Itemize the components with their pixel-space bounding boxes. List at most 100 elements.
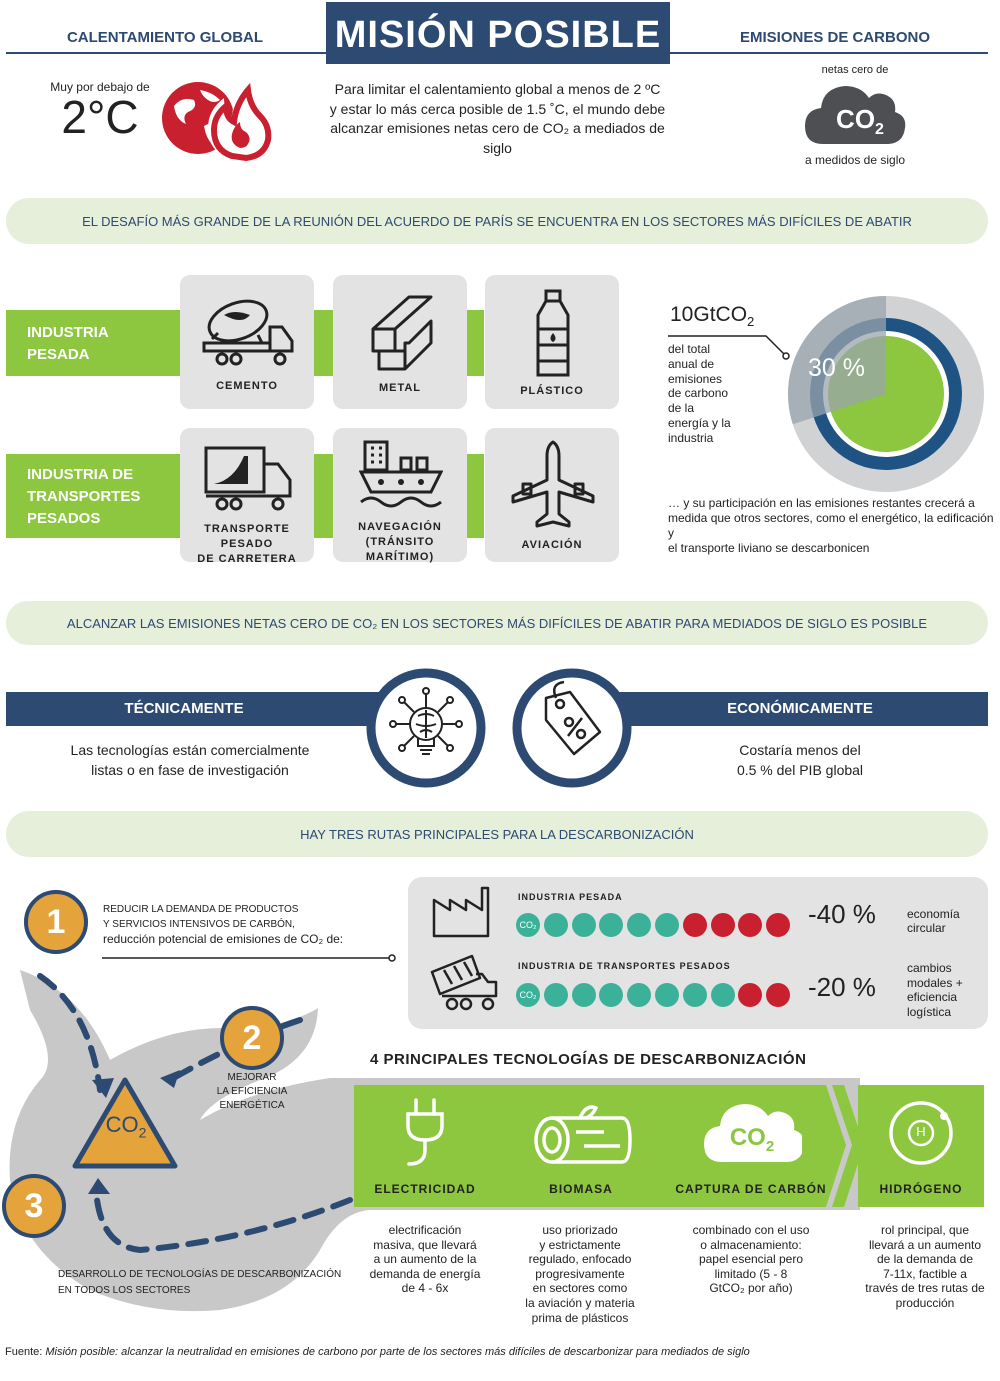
- transport-industry-label-line3: PESADOS: [27, 510, 101, 527]
- heavy-reduction-dot: [682, 913, 707, 937]
- capture-desc-line1: combinado con el uso: [692, 1223, 810, 1237]
- capture-desc-line3: papel esencial pero: [698, 1252, 804, 1267]
- donut-note-line1: … y su participación en las emisiones re…: [668, 496, 975, 510]
- intro-line-1: Para limitar el calentamiento global a m…: [334, 81, 661, 97]
- donut-percent: 30 %: [808, 354, 865, 382]
- heavy-reduction-note: economía circular: [907, 907, 960, 935]
- card-shipping-label: NAVEGACIÓN (TRÁNSITO MARÍTIMO): [333, 520, 467, 565]
- metal-beam-icon: [371, 295, 433, 371]
- transport-reduction-dot: [655, 983, 679, 1007]
- econ-desc: Costaría menos del 0.5 % del PIB global: [660, 740, 940, 780]
- route-1-line2: Y SERVICIOS INTENSIVOS DE CARBÓN,: [103, 919, 295, 930]
- tech-electricity-label: ELECTRICIDAD: [374, 1182, 476, 1196]
- transport-reduction-dot: CO₂: [516, 983, 540, 1007]
- capture-desc-line2: o almacenamiento:: [700, 1237, 802, 1252]
- heavy-reduction-dot: [571, 913, 596, 937]
- donut-pointer-line: [668, 335, 790, 360]
- transport-industry-label-line1: INDUSTRIA DE: [27, 466, 134, 483]
- route-2-line2: LA EFICIENCIA: [216, 1086, 288, 1097]
- transport-reduction-dot: [599, 983, 624, 1007]
- heavy-reduction-dot: [599, 913, 624, 937]
- card-metal-label: METAL: [378, 382, 422, 394]
- hydrogen-atom-icon: [889, 1101, 953, 1165]
- transport-reduction-dot: [627, 983, 652, 1007]
- hydrogen-desc: rol principal, que llevará a un aumento …: [852, 1223, 998, 1311]
- heavy-reduction-value: -40 %: [808, 899, 876, 929]
- heavy-reduction-dot: CO₂: [516, 913, 540, 937]
- tech-capture: CO2 CAPTURA DE CARBÓN: [672, 1086, 830, 1206]
- card-shipping-label-line1: NAVEGACIÓN: [358, 521, 442, 533]
- temp-value: 2°C: [61, 91, 139, 143]
- heavy-reduction-dot: [543, 913, 568, 937]
- tech-hydrogen-label: HIDRÓGENO: [879, 1182, 963, 1196]
- transport-reduction-dots: CO₂: [516, 980, 800, 1010]
- plug-icon: [406, 1098, 444, 1166]
- biomass-desc-line7: prima de plásticos: [531, 1310, 629, 1325]
- tech-title: TÉCNICAMENTE: [124, 700, 244, 717]
- card-road-transport-label-line1: TRANSPORTE PESADO: [204, 523, 290, 550]
- donut-desc-line6: energía y la: [668, 415, 731, 430]
- biomass-desc-line2: y estrictamente: [539, 1237, 621, 1252]
- donut-amount: 10GtCO2: [670, 303, 754, 329]
- banner-possible: ALCANZAR LAS EMISIONES NETAS CERO DE CO₂…: [6, 601, 988, 645]
- price-tag-circle: [512, 668, 632, 788]
- header-left-title: CALENTAMIENTO GLOBAL: [66, 29, 264, 46]
- donut-note: … y su participación en las emisiones re…: [668, 496, 998, 556]
- donut-desc-line3: emisiones: [668, 371, 723, 386]
- capture-desc-line5: GtCO₂ por año): [709, 1281, 793, 1296]
- banner-challenge-text: EL DESAFÍO MÁS GRANDE DE LA REUNIÓN DEL …: [82, 213, 912, 229]
- donut-share-wedge: [788, 296, 886, 425]
- card-road-transport-label-line2: DE CARRETERA: [197, 553, 297, 565]
- capture-desc-line4: limitado (5 - 8: [714, 1266, 788, 1281]
- co2-cloud-sub: 2: [875, 121, 884, 139]
- transport-reduction-note: cambios modales + eficiencia logística: [907, 961, 963, 1019]
- technologies-title: 4 PRINCIPALES TECNOLOGÍAS DE DESCARBONIZ…: [370, 1051, 807, 1068]
- card-cement-label: CEMENTO: [216, 380, 278, 392]
- donut-description: del total anual de emisiones de carbono …: [668, 342, 731, 446]
- main-title: MISIÓN POSIBLE: [334, 14, 662, 56]
- card-road-transport-label: TRANSPORTE PESADO DE CARRETERA: [180, 522, 314, 567]
- transport-reduction-dot: [738, 983, 763, 1007]
- co2-cloud-text: CO: [836, 104, 876, 134]
- route-1-line3: reducción potencial de emisiones de CO₂ …: [103, 932, 344, 946]
- heavy-industry-label: INDUSTRIA PESADA: [27, 322, 109, 366]
- donut-desc-line5: de la: [668, 401, 695, 416]
- banner-challenge: EL DESAFÍO MÁS GRANDE DE LA REUNIÓN DEL …: [6, 198, 988, 244]
- brain-bulb-icon: [389, 687, 463, 755]
- heavy-reduction-dot: [710, 913, 735, 937]
- biomass-desc-line6: la aviación y materia: [525, 1295, 635, 1310]
- ship-icon: [359, 440, 443, 508]
- card-cement: CEMENTO: [180, 275, 314, 409]
- co2-top-caption: netas cero de: [821, 64, 889, 76]
- main-title-box: MISIÓN POSIBLE: [326, 2, 670, 64]
- truck-icon: [204, 446, 292, 511]
- co2-bottom-caption: a medidos de siglo: [804, 153, 906, 167]
- triangle-co2-sub: 2: [138, 1124, 147, 1141]
- hydrogen-desc-line5: través de tres rutas de: [865, 1281, 985, 1296]
- electricity-desc-line3: a un aumento de la: [373, 1252, 477, 1267]
- header-right-title: EMISIONES DE CARBONO: [739, 29, 931, 46]
- card-plastic: PLÁSTICO: [485, 275, 619, 409]
- globe-fire-icon: [162, 76, 273, 162]
- heavy-industry-label-line1: INDUSTRIA: [27, 324, 109, 341]
- heavy-reduction-dot: [766, 913, 791, 937]
- hydrogen-desc-line6: producción: [895, 1295, 955, 1310]
- route-1-badge: 1: [24, 890, 88, 954]
- route-2-line1: MEJORAR: [227, 1072, 277, 1083]
- transport-industry-label-line2: TRANSPORTES: [27, 488, 141, 505]
- banner-possible-text: ALCANZAR LAS EMISIONES NETAS CERO DE CO₂…: [66, 615, 928, 631]
- biomass-desc: uso priorizado y estrictamente regulado,…: [510, 1223, 650, 1325]
- donut-desc-line7: industria: [668, 430, 714, 445]
- biomass-desc-line1: uso priorizado: [542, 1223, 618, 1237]
- card-shipping: NAVEGACIÓN (TRÁNSITO MARÍTIMO): [333, 428, 467, 565]
- source-prefix: Fuente:: [5, 1346, 46, 1358]
- tech-desc-line2: listas o en fase de investigación: [91, 762, 289, 778]
- electricity-desc-line2: masiva, que llevará: [373, 1237, 477, 1252]
- electricity-desc-line4: demanda de energía: [369, 1266, 481, 1281]
- transport-note-line4: logística: [907, 1004, 952, 1019]
- card-road-transport: TRANSPORTE PESADO DE CARRETERA: [180, 428, 314, 565]
- donut-note-line3: el transporte liviano se descarbonicen: [668, 541, 870, 555]
- cement-truck-icon: [202, 299, 294, 366]
- donut-amount-sub: 2: [747, 314, 755, 330]
- heavy-reduction-dot: [627, 913, 652, 937]
